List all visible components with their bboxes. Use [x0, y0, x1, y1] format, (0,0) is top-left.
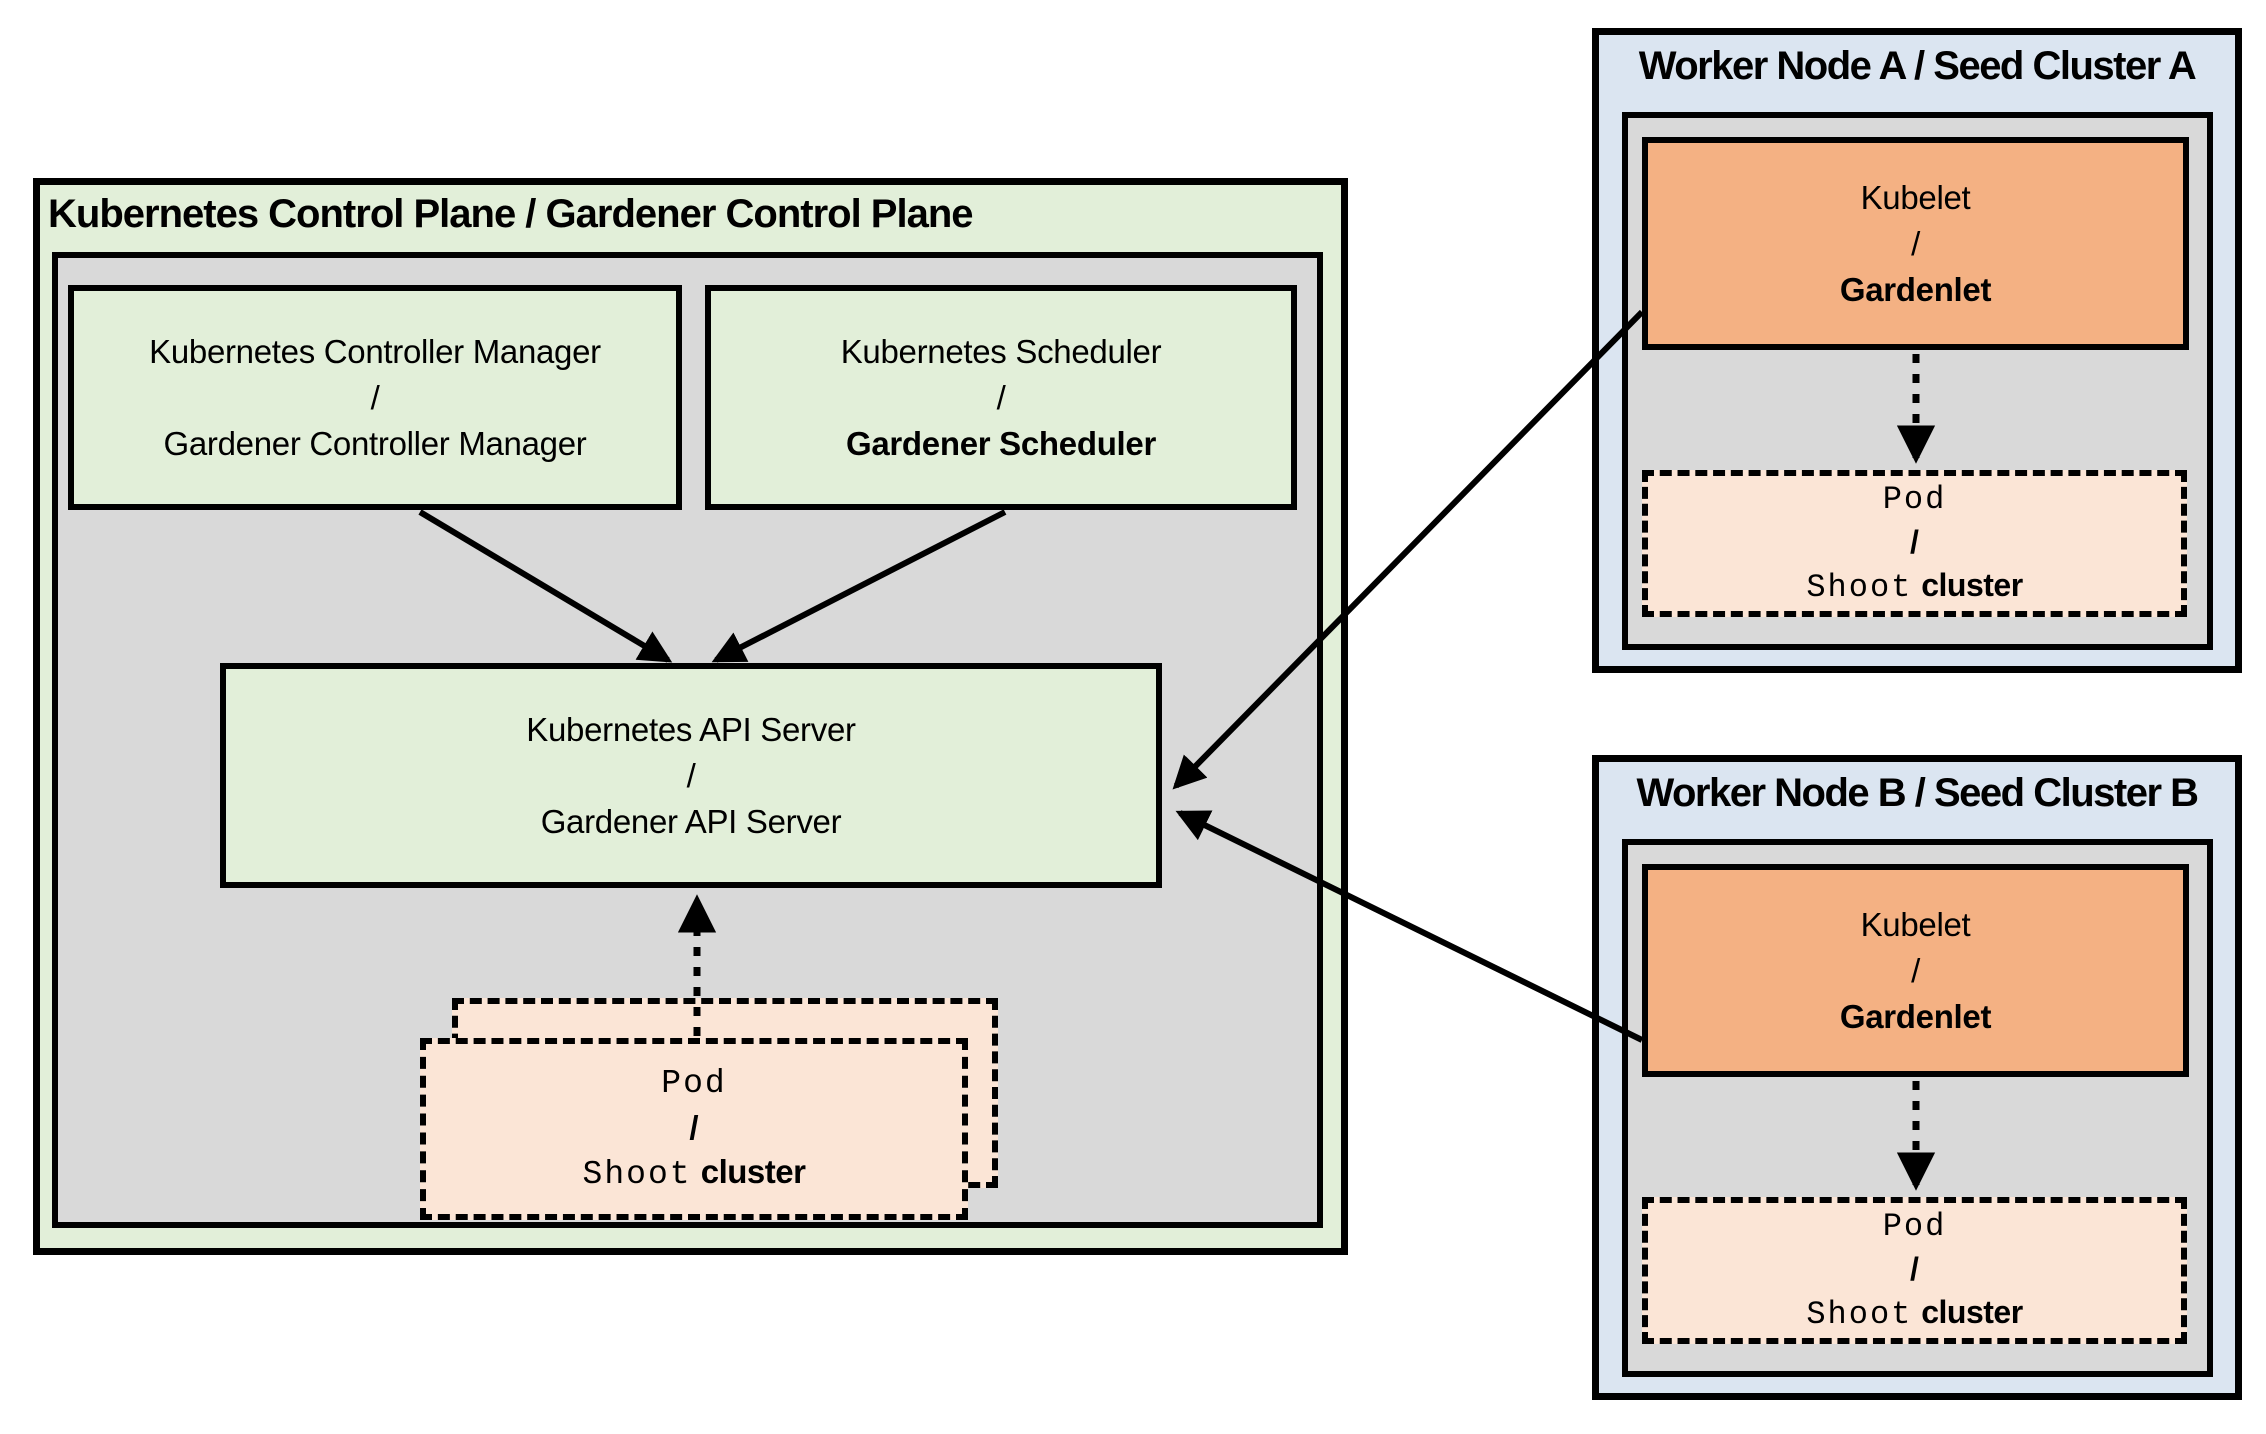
kubelet-b-slash: /	[1911, 951, 1920, 989]
pod-shoot-label: Pod / Shoot cluster	[426, 1044, 962, 1214]
shoot-a-word: Shoot	[1806, 569, 1913, 606]
pod-shoot-box-front: Pod / Shoot cluster	[420, 1038, 968, 1220]
pod-shoot-b-box: Pod / Shoot cluster	[1642, 1197, 2187, 1344]
pod-b-slash: /	[1910, 1251, 1919, 1287]
scheduler-line1: Kubernetes Scheduler	[840, 332, 1162, 370]
api-server-box: Kubernetes API Server / Gardener API Ser…	[220, 663, 1162, 888]
shoot-cluster-line: Shoot cluster	[583, 1150, 806, 1197]
shoot-cluster-a-line: Shoot cluster	[1806, 564, 2023, 609]
cluster-b-word: cluster	[1921, 1294, 2023, 1330]
api-server-line3: Gardener API Server	[540, 802, 842, 840]
controller-manager-box: Kubernetes Controller Manager / Gardener…	[68, 285, 682, 510]
controller-manager-line3: Gardener Controller Manager	[163, 424, 587, 462]
kubelet-a-slash: /	[1911, 224, 1920, 262]
api-server-slash: /	[686, 756, 696, 794]
controller-manager-label: Kubernetes Controller Manager / Gardener…	[74, 291, 676, 504]
scheduler-label: Kubernetes Scheduler / Gardener Schedule…	[711, 291, 1291, 504]
worker-node-b-title: Worker Node B / Seed Cluster B	[1636, 771, 2199, 815]
kubelet-b-label: Kubelet / Gardenlet	[1648, 870, 2183, 1071]
api-server-label: Kubernetes API Server / Gardener API Ser…	[226, 669, 1156, 882]
scheduler-line3: Gardener Scheduler	[845, 424, 1157, 462]
kubelet-b-box: Kubelet / Gardenlet	[1642, 864, 2189, 1077]
kubelet-b-line3: Gardenlet	[1839, 997, 1992, 1035]
pod-a-slash: /	[1910, 524, 1919, 560]
control-plane-title: Kubernetes Control Plane / Gardener Cont…	[48, 192, 974, 236]
cluster-a-word: cluster	[1921, 567, 2023, 603]
kubelet-a-line1: Kubelet	[1860, 178, 1971, 216]
kubelet-a-label: Kubelet / Gardenlet	[1648, 143, 2183, 344]
controller-manager-slash: /	[370, 378, 380, 416]
pod-a-line: Pod	[1882, 481, 1947, 518]
cluster-word: cluster	[700, 1152, 806, 1190]
kubelet-b-line1: Kubelet	[1860, 905, 1971, 943]
shoot-cluster-b-line: Shoot cluster	[1806, 1291, 2023, 1336]
shoot-word: Shoot	[582, 1155, 692, 1193]
pod-shoot-b-label: Pod / Shoot cluster	[1648, 1203, 2181, 1338]
kubelet-a-line3: Gardenlet	[1839, 270, 1992, 308]
shoot-b-word: Shoot	[1806, 1296, 1913, 1333]
api-server-line1: Kubernetes API Server	[526, 710, 856, 748]
controller-manager-line1: Kubernetes Controller Manager	[149, 332, 601, 370]
scheduler-slash: /	[996, 378, 1006, 416]
kubelet-a-box: Kubelet / Gardenlet	[1642, 137, 2189, 350]
pod-b-line: Pod	[1882, 1208, 1947, 1245]
worker-node-a-title: Worker Node A / Seed Cluster A	[1638, 44, 2197, 88]
pod-slash: /	[689, 1108, 699, 1146]
pod-shoot-a-label: Pod / Shoot cluster	[1648, 476, 2181, 611]
scheduler-box: Kubernetes Scheduler / Gardener Schedule…	[705, 285, 1297, 510]
pod-line: Pod	[661, 1064, 727, 1102]
pod-shoot-a-box: Pod / Shoot cluster	[1642, 470, 2187, 617]
